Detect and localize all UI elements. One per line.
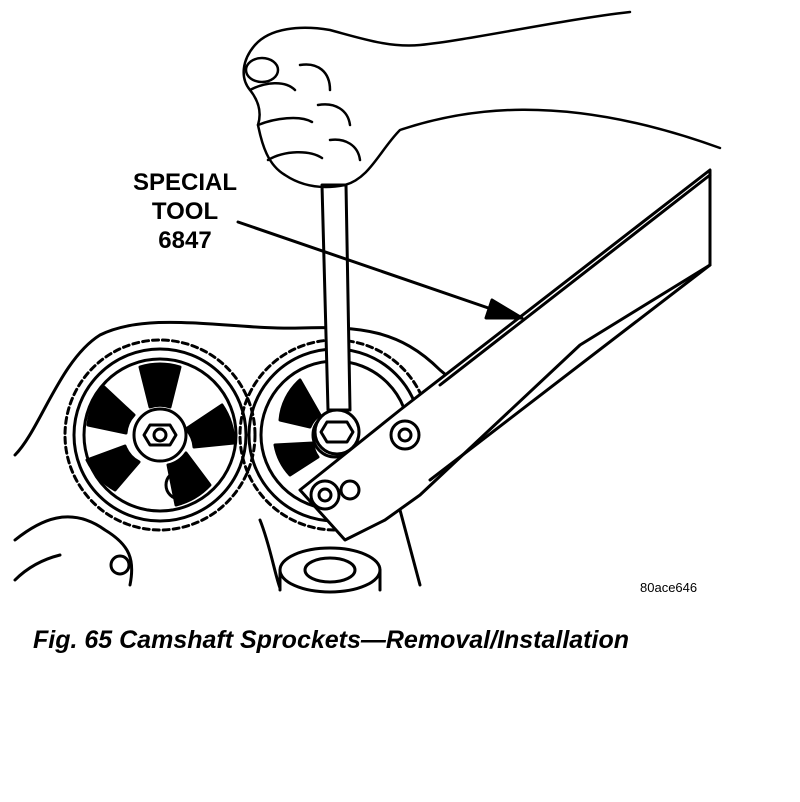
callout-leader-arrow [236, 220, 524, 320]
wrench-handle [313, 183, 361, 456]
special-tool-6847-bar [298, 168, 712, 542]
hand [242, 10, 722, 189]
callout-line-3: 6847 [158, 227, 212, 254]
callout-line-2: TOOL [151, 198, 219, 225]
cover-bolt [109, 554, 131, 576]
figure-id-label: 80ace646 [640, 580, 698, 595]
callout-line-1: SPECIAL [132, 169, 237, 196]
figure-caption: Fig. 65 Camshaft Sprockets—Removal/Insta… [33, 626, 629, 654]
timing-cover [13, 320, 472, 457]
lower-pulleys [278, 546, 382, 594]
left-camshaft-sprocket [63, 338, 257, 532]
special-tool-callout: SPECIAL TOOL 6847 [110, 168, 260, 255]
